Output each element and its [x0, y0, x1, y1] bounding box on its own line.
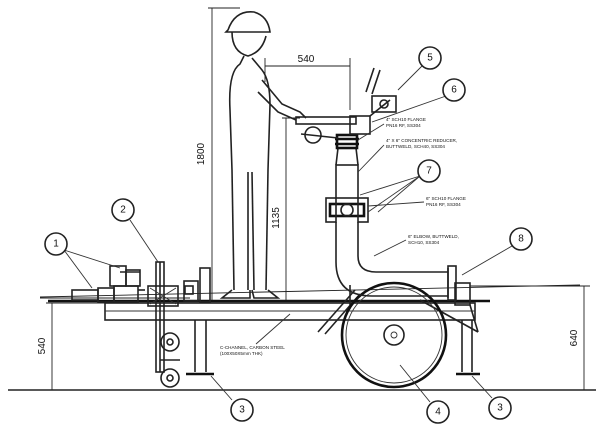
note-top-flange-line1: 4" SCH10 FLANGE [386, 117, 426, 122]
callout-5: 5 [397, 46, 442, 91]
dim-text-540-left: 540 [37, 337, 48, 354]
callout-3-right: 3 [471, 375, 512, 420]
dim-text-540-reach: 540 [298, 54, 315, 65]
note-mid-flange-line1: 6" SCH10 FLANGE [426, 196, 466, 201]
support-leg-left [186, 320, 214, 376]
main-wheel [340, 281, 448, 389]
operator-figure [219, 11, 307, 299]
dimension-person-height: 1800 [196, 7, 240, 300]
dim-text-640: 640 [569, 329, 580, 346]
callout-3-right-label: 3 [497, 403, 503, 414]
callout-6: 6 [371, 78, 466, 123]
callout-7-label: 7 [426, 166, 432, 177]
callout-3-left-label: 3 [239, 405, 245, 416]
note-top-flange-line2: PN16 RF, SS304 [386, 123, 421, 128]
dimension-deck-height-right: 640 [470, 285, 590, 390]
note-elbow: 6" ELBOW, BUTTWELD, SCH10, SS304 [373, 234, 459, 257]
callout-3-left: 3 [210, 375, 254, 422]
note-channel-line2: (100X50X5mm THK) [220, 351, 263, 356]
note-reducer-line2: BUTTWELD, SCH40, SS304 [386, 144, 445, 149]
callout-7: 7 [359, 159, 441, 213]
note-elbow-line2: SCH10, SS304 [408, 240, 440, 245]
note-concentric-reducer: 4" X 6" CONCENTRIC REDUCER, BUTTWELD, SC… [357, 138, 457, 173]
callout-1: 1 [44, 232, 121, 289]
callout-4-label: 4 [435, 407, 441, 418]
callout-4: 4 [399, 364, 450, 424]
callout-2-label: 2 [120, 205, 126, 216]
note-mid-flange-line2: PN16 RF, SS304 [426, 202, 461, 207]
callout-1-label: 1 [53, 239, 59, 250]
note-reducer-line1: 4" X 6" CONCENTRIC REDUCER, [386, 138, 457, 143]
pipe-spool [295, 67, 457, 301]
dim-text-1135: 1135 [271, 207, 282, 229]
note-c-channel: C-CHANNEL, CARBON STEEL (100X50X5mm THK) [220, 313, 291, 356]
note-elbow-line1: 6" ELBOW, BUTTWELD, [408, 234, 459, 239]
callout-2: 2 [111, 198, 159, 263]
note-channel-line1: C-CHANNEL, CARBON STEEL [220, 345, 285, 350]
callout-6-label: 6 [451, 85, 457, 96]
dimension-deck-height-left: 540 [37, 302, 108, 390]
trolley-frame [39, 284, 581, 321]
callout-8: 8 [461, 227, 533, 276]
tow-hitch [71, 265, 145, 303]
caster-assembly [147, 261, 211, 388]
dimension-reach: 540 [264, 54, 351, 110]
dimension-handle-height: 1135 [271, 117, 300, 300]
callout-5-label: 5 [427, 53, 433, 64]
callout-8-label: 8 [518, 234, 524, 245]
dim-text-1800: 1800 [196, 142, 207, 165]
note-top-flange: 4" SCH10 FLANGE PN16 RF, SS304 [357, 117, 426, 141]
